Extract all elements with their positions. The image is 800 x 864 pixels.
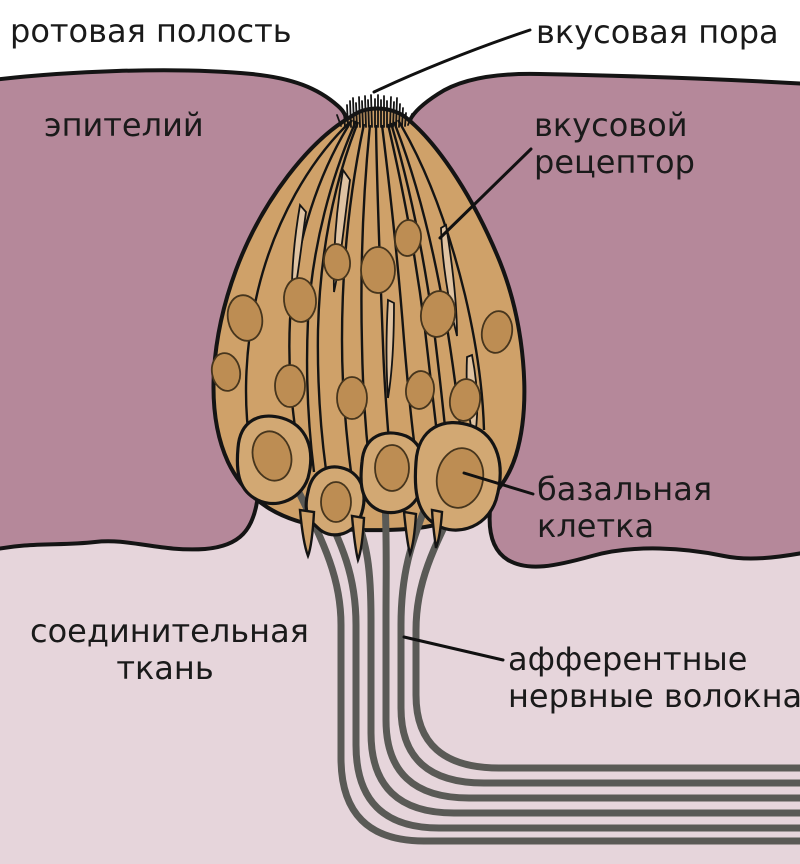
afferent-fibers-label-line2: нервные волокна bbox=[508, 677, 800, 715]
microvillus bbox=[407, 113, 413, 126]
microvillus bbox=[336, 114, 342, 127]
basal-cell-nucleus bbox=[374, 444, 410, 492]
cell-tail bbox=[350, 514, 366, 565]
cell-nucleus bbox=[448, 378, 482, 422]
afferent-fibers-leader-line bbox=[402, 635, 505, 662]
taste-receptor-label-line2: рецептор bbox=[534, 143, 695, 181]
receptor-cell-outlines bbox=[244, 119, 486, 486]
cell-nucleus bbox=[210, 352, 242, 392]
receptor-cell-line bbox=[244, 121, 351, 446]
microvillus bbox=[358, 96, 361, 128]
microvillus bbox=[364, 95, 367, 128]
epithelium-label: эпителий bbox=[44, 106, 204, 144]
microvillus bbox=[398, 103, 401, 128]
receptor-cell-nuclei bbox=[210, 219, 514, 422]
basal-cell-nucleus bbox=[320, 481, 352, 523]
connective-tissue-label-line2: ткань bbox=[116, 649, 214, 687]
nerve-fiber bbox=[381, 496, 800, 802]
cell-tail bbox=[430, 508, 444, 549]
microvillus bbox=[352, 97, 355, 128]
microvillus bbox=[367, 99, 370, 128]
basal-cell-nucleus bbox=[251, 430, 293, 482]
connective-tissue-label: соединительная ткань bbox=[30, 612, 309, 687]
basal-cells bbox=[235, 414, 502, 537]
cell-nucleus bbox=[274, 364, 306, 408]
microvillus bbox=[355, 102, 358, 128]
basal-cell-label-line2: клетка bbox=[537, 507, 655, 545]
cell-nucleus bbox=[394, 219, 422, 257]
nerve-fiber bbox=[348, 501, 800, 817]
cell-nucleus bbox=[336, 376, 368, 420]
microvillus bbox=[392, 101, 395, 128]
microvillus bbox=[349, 100, 352, 128]
cell-nucleus bbox=[283, 277, 317, 323]
microvillus bbox=[370, 94, 373, 128]
cell-tails bbox=[298, 508, 444, 565]
nerve-fiber bbox=[288, 474, 800, 845]
cell-nucleus bbox=[323, 243, 351, 281]
nerve-fiber bbox=[316, 496, 800, 832]
receptor-cell-line bbox=[340, 123, 366, 481]
basal-cell-label: базальная клетка bbox=[537, 471, 712, 545]
oral-cavity-label: ротовая полость bbox=[10, 12, 292, 50]
microvillus bbox=[346, 104, 349, 128]
taste-receptor-leader-line bbox=[438, 147, 533, 240]
afferent-fibers-label-line1: афферентные bbox=[508, 640, 748, 678]
leader-lines bbox=[372, 28, 535, 662]
taste-receptor-label: вкусовой рецептор bbox=[534, 107, 695, 181]
cell-nucleus bbox=[405, 370, 435, 410]
cell-nucleus bbox=[480, 310, 514, 354]
connective-tissue-label-line1: соединительная bbox=[30, 612, 309, 650]
cell-tail bbox=[402, 510, 418, 559]
microvillus bbox=[343, 111, 346, 128]
microvilli-group bbox=[336, 94, 413, 128]
microvillus bbox=[389, 96, 392, 128]
microvillus bbox=[404, 112, 407, 127]
microvillus bbox=[361, 100, 364, 128]
afferent-fibers-label: афферентные нервные волокна bbox=[508, 641, 800, 715]
taste-pore-leader-line bbox=[372, 28, 532, 94]
taste-receptor-label-line1: вкусовой bbox=[534, 106, 688, 144]
afferent-nerve-fibers bbox=[288, 474, 800, 845]
microvillus bbox=[395, 97, 398, 128]
basal-cell-nucleus bbox=[435, 447, 485, 509]
cell-nucleus bbox=[419, 290, 457, 338]
cell-sliver bbox=[385, 298, 395, 399]
cell-tail bbox=[298, 508, 316, 560]
basal-cell-label-line1: базальная bbox=[537, 470, 713, 508]
basal-cell-leader-line bbox=[462, 471, 535, 496]
receptor-cell-line bbox=[396, 119, 486, 431]
cell-nucleus bbox=[360, 246, 396, 294]
cell-nucleus bbox=[226, 294, 264, 342]
microvillus bbox=[401, 107, 404, 127]
receptor-cell-line bbox=[380, 124, 420, 471]
receptor-cell-line bbox=[316, 121, 360, 471]
taste-pore-label: вкусовая пора bbox=[536, 13, 779, 51]
